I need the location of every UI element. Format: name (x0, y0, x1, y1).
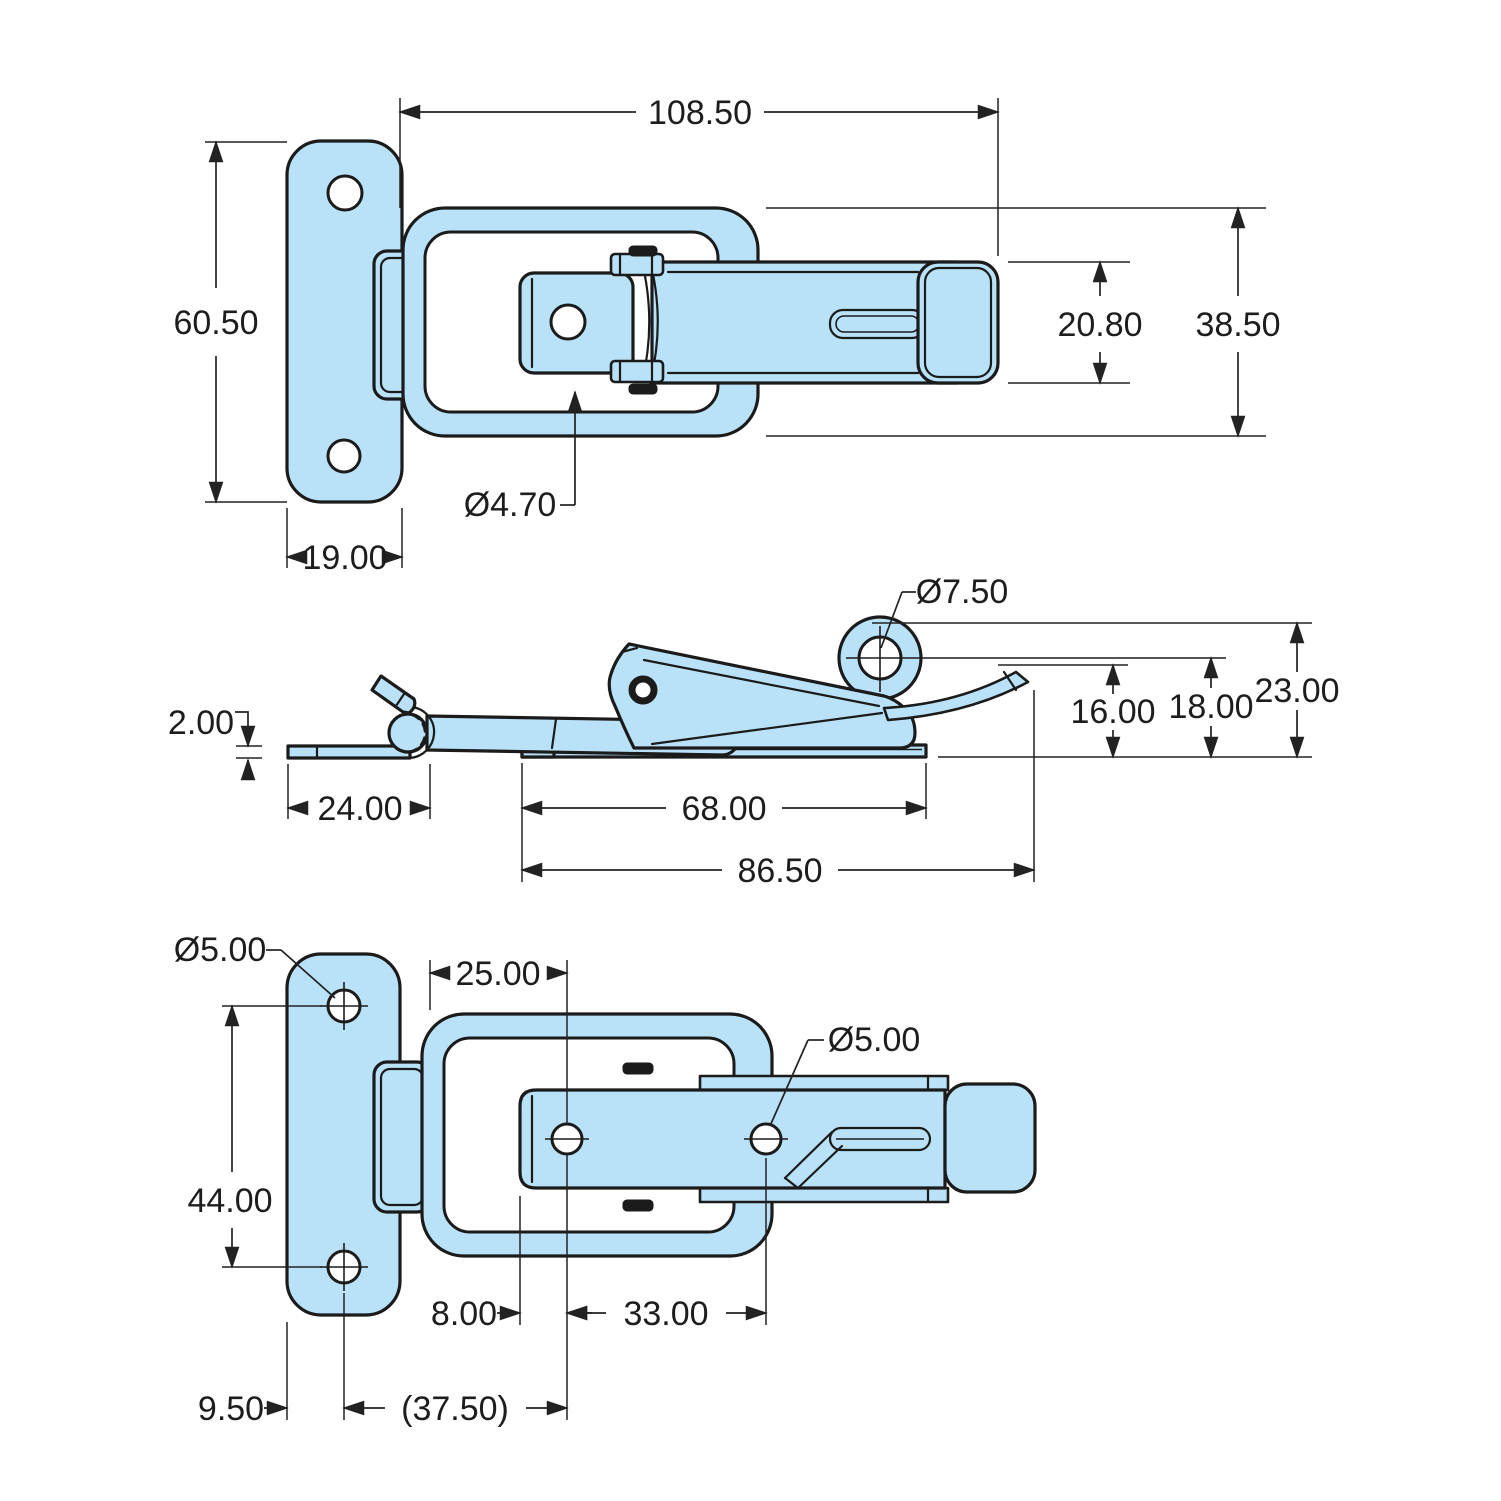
spring-catch (882, 670, 1030, 722)
cam-body-fold-line (650, 711, 884, 746)
dim-plate-hole-dia: Ø5.00 (174, 931, 267, 969)
dim-end-offset: 8.00 (431, 1295, 497, 1333)
dim-hook-thickness: 2.00 (168, 704, 234, 742)
plate-hole (326, 174, 364, 212)
leader-line (280, 949, 336, 999)
dim-overall-width: 38.50 (1195, 306, 1280, 344)
hook-curl (408, 732, 436, 760)
pivot-rivet (628, 675, 658, 705)
catch-slot (828, 1126, 932, 1152)
strap-rail (698, 1186, 950, 1204)
dim-eye-hole-dia: Ø7.50 (916, 573, 1009, 611)
plate-hole (326, 438, 362, 474)
dim-strap-hole-dia: Ø5.00 (828, 1021, 921, 1059)
dim-pin-hole-dia: Ø4.70 (464, 486, 557, 524)
hidden-line (410, 713, 427, 753)
dim-overall-height: 23.00 (1254, 672, 1339, 710)
cam-body-fold-line (642, 658, 881, 708)
spring-tip-tick (1002, 670, 1018, 692)
hook-tab-tick (394, 692, 406, 708)
keeper-end (916, 260, 1000, 385)
lever-arm-tick (550, 717, 558, 750)
spring-wire-end (628, 383, 658, 395)
bottom-view: Ø5.00 25.00 44.00 Ø5.00 8.00 33.00 9.50 (174, 931, 1037, 1428)
hook-plate (286, 744, 412, 760)
dim-reference-spacing: (37.50) (401, 1390, 509, 1428)
dim-plate-height: 60.50 (173, 304, 258, 342)
clip-cap (609, 252, 665, 277)
top-view: 108.50 60.50 19.00 Ø4.70 20.80 38.50 (173, 94, 1280, 577)
spring-wire-end (622, 1199, 654, 1212)
tongue-pin-hole (549, 303, 587, 341)
clip-cap (609, 359, 665, 384)
side-view: Ø7.50 2.00 24.00 68.00 86.50 16.00 18.00 (168, 573, 1340, 890)
spring-wire-end (622, 1062, 654, 1075)
dim-eye-height: 18.00 (1168, 688, 1253, 726)
dim-strap-width: 20.80 (1057, 306, 1142, 344)
leader-line (880, 591, 903, 649)
dim-hook-length: 24.00 (317, 790, 402, 828)
dim-base-length: 86.50 (737, 852, 822, 890)
hook-tip-tab (370, 674, 417, 715)
dim-plate-hole-spacing: 44.00 (187, 1182, 272, 1220)
latch-strap (518, 1088, 947, 1190)
bail-wire-section (387, 712, 429, 754)
leader-line (769, 1039, 809, 1127)
catch-bend-line (796, 1144, 844, 1190)
catch-bend-end (783, 1176, 800, 1190)
spring-wire-end (628, 245, 658, 257)
dim-loop-offset: 25.00 (455, 955, 540, 993)
dim-body-length: 68.00 (681, 790, 766, 828)
dim-strap-hole-spacing: 33.00 (623, 1295, 708, 1333)
strap-rail (698, 1074, 950, 1092)
dim-catch-height: 16.00 (1070, 693, 1155, 731)
catch-bend-line (783, 1130, 834, 1180)
dim-overall-length: 108.50 (648, 94, 752, 132)
leader-line (235, 711, 249, 730)
dim-plate-width: 19.00 (302, 539, 387, 577)
keeper-end (943, 1082, 1037, 1194)
keeper-end-inner (923, 266, 993, 379)
cam-body-notch (620, 646, 639, 654)
latch-strap (650, 260, 959, 385)
dim-edge-offset: 9.50 (198, 1390, 264, 1428)
